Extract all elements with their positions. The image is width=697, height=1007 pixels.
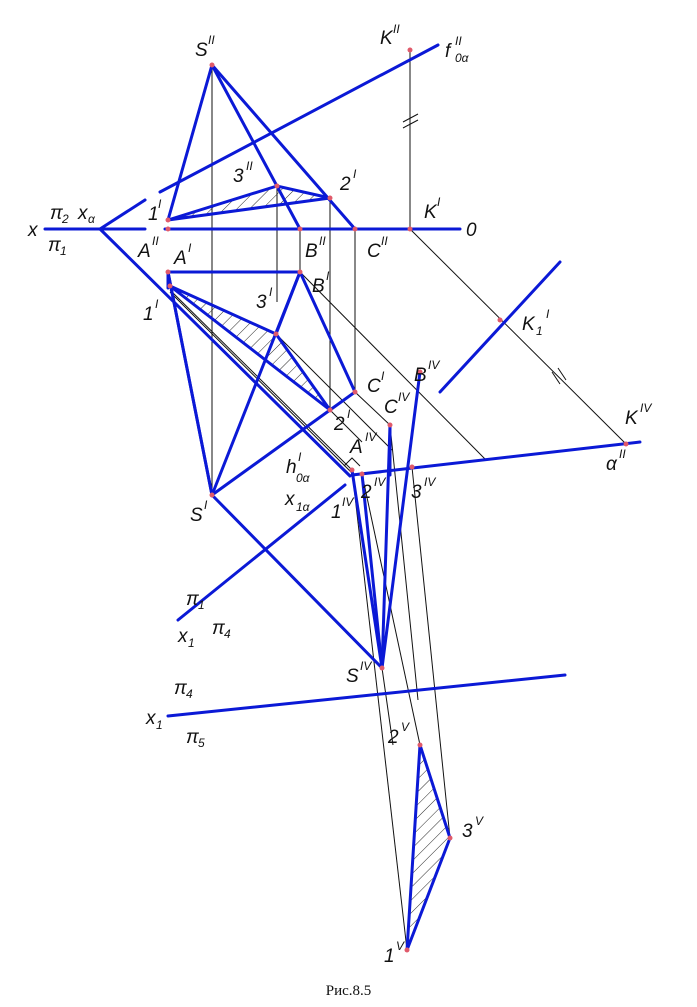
label-alpha2: α [606,454,618,475]
label-h-sub: 0α [296,471,311,485]
label-f: f [445,41,452,62]
label-x1-b-sub: 1 [156,718,163,732]
label-2-V-sup: V [401,720,410,734]
label-pi4-sub: 4 [224,627,231,641]
label-x1-alpha-sub: 1α [296,500,311,514]
label-B4: B [414,365,427,386]
labels: x π 2 π 1 x α S II K II f II 0α 3 II 2 I… [27,22,652,967]
label-S1-sup: I [204,498,208,512]
label-pi5-sub: 5 [198,736,205,750]
label-S4-sup: IV [360,659,372,673]
label-B2-sup: II [319,234,326,248]
label-B2: B [305,241,318,262]
label-1-IV-sup: IV [342,495,354,509]
label-S1: S [190,505,203,526]
label-pi4-b-sub: 4 [186,687,193,701]
label-x-alpha-sub: α [88,212,96,226]
label-pi1-sub: 1 [60,244,67,258]
label-3-V-sup: V [475,814,484,828]
label-C4: C [384,397,398,418]
label-2-frontal: 2 [339,174,351,195]
label-C1-sup: I [381,369,385,383]
label-pi1: π [48,235,62,256]
label-1-V-sup: V [396,939,405,953]
label-1-horizontal-sup: I [155,297,159,311]
label-K2: K [380,28,394,49]
label-3-frontal: 3 [233,166,244,187]
label-pi1-b-sub: 1 [198,598,205,612]
label-1-V: 1 [384,946,395,967]
label-2-IV: 2 [360,482,372,503]
label-A4: A [349,437,363,458]
label-1-frontal: 1 [148,204,159,225]
label-2-horizontal-sup: I [347,407,351,421]
label-A1-sup: I [188,241,192,255]
construction-lines [169,50,627,951]
label-B4-sup: IV [428,358,440,372]
label-pi2: π [50,203,64,224]
label-h: h [286,457,297,478]
label-S2: S [195,40,208,61]
label-3-horizontal-sup: I [269,285,273,299]
label-pi2-sub: 2 [61,212,69,226]
label-x-alpha: x [77,203,89,224]
label-x1: x [177,626,189,647]
label-K1: K [424,202,438,223]
label-A1: A [173,248,187,269]
label-1-frontal-sup: I [158,197,162,211]
label-C2-sup: II [381,234,388,248]
label-1-horizontal: 1 [143,304,154,325]
label-C4-sup: IV [398,390,410,404]
label-A2-sup: II [152,234,159,248]
label-3-horizontal: 3 [256,292,267,313]
label-2-frontal-sup: I [353,167,357,181]
label-3-IV-sup: IV [424,475,436,489]
label-2-IV-sup: IV [374,475,386,489]
label-A4-sup: IV [365,430,377,444]
label-C2: C [367,241,381,262]
label-A2: A [137,241,151,262]
label-x1-alpha: x [284,489,296,510]
label-x1-sub: 1 [188,636,195,650]
label-O: 0 [466,220,477,241]
hatched-triangle-frontal [168,186,330,220]
label-h-sup: I [298,450,302,464]
label-1-IV: 1 [331,502,342,523]
label-K1-sup: I [437,195,441,209]
label-pi5: π [186,727,200,748]
label-K1-1-sup: I [546,307,550,321]
label-K4: K [625,408,639,429]
label-2-V: 2 [387,727,399,748]
label-B1-sup: I [326,269,330,283]
label-pi4: π [212,618,226,639]
label-K1-1-sub: 1 [536,324,543,338]
label-pi4-b: π [174,678,188,699]
label-x1-b: x [145,708,157,729]
label-K1-1: K [522,314,536,335]
label-B1: B [312,276,325,297]
label-S2-sup: II [208,33,215,47]
label-3-V: 3 [462,821,473,842]
label-K2-sup: II [393,22,400,36]
label-3-IV: 3 [411,482,422,503]
label-alpha2-sup: II [619,447,626,461]
label-x-axis: x [27,220,39,241]
figure-caption: Рис.8.5 [325,983,372,999]
points [165,47,629,953]
label-C1: C [367,376,381,397]
label-2-horizontal: 2 [333,414,345,435]
label-S4: S [346,666,359,687]
label-f-sup: II [455,34,462,48]
label-f-sub: 0α [455,51,470,65]
label-K4-sup: IV [640,401,652,415]
label-3-frontal-sup: II [246,159,253,173]
label-pi1-b: π [186,589,200,610]
